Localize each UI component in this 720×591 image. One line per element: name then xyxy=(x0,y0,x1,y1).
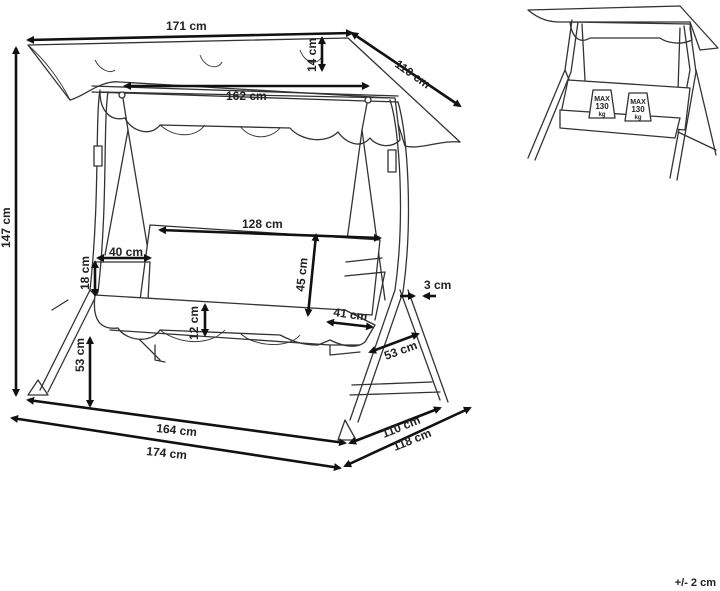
label-seat-height: 53 cm xyxy=(73,338,87,372)
svg-text:130: 130 xyxy=(631,105,645,114)
label-armrest-height: 18 cm xyxy=(78,256,92,290)
svg-text:kg: kg xyxy=(598,112,605,118)
svg-text:130: 130 xyxy=(595,102,609,111)
label-armrest-length: 40 cm xyxy=(109,245,143,259)
tolerance-note: +/- 2 cm xyxy=(674,577,716,589)
left-bracket xyxy=(93,145,103,167)
label-seat-side: 41 cm xyxy=(333,305,369,324)
label-base-width: 164 cm xyxy=(156,421,198,439)
weight-badge-1: MAX 130 kg xyxy=(588,89,616,119)
label-backrest-height: 45 cm xyxy=(293,257,310,292)
label-seat-width: 128 cm xyxy=(242,217,283,231)
svg-text:kg: kg xyxy=(634,115,641,121)
label-overall-width: 174 cm xyxy=(146,444,188,462)
label-seat-front: 12 cm xyxy=(187,306,201,340)
label-frame-gap: 3 cm xyxy=(424,278,451,292)
weight-capacity-thumbnail: MAX 130 kg MAX 130 kg xyxy=(527,5,719,181)
kettlebell-icon xyxy=(588,89,616,119)
svg-text:MAX: MAX xyxy=(594,96,610,103)
canopy-valance xyxy=(99,91,401,147)
label-total-height: 147 cm xyxy=(0,207,13,248)
label-canopy-width: 171 cm xyxy=(166,19,207,33)
right-bracket xyxy=(387,149,397,173)
label-canopy-height: 14 cm xyxy=(305,38,319,72)
kettlebell-icon xyxy=(624,92,652,122)
weight-badge-2: MAX 130 kg xyxy=(624,92,652,122)
dimension-arrows xyxy=(10,29,472,472)
svg-text:MAX: MAX xyxy=(630,99,646,106)
label-inner-width: 162 cm xyxy=(226,89,267,103)
